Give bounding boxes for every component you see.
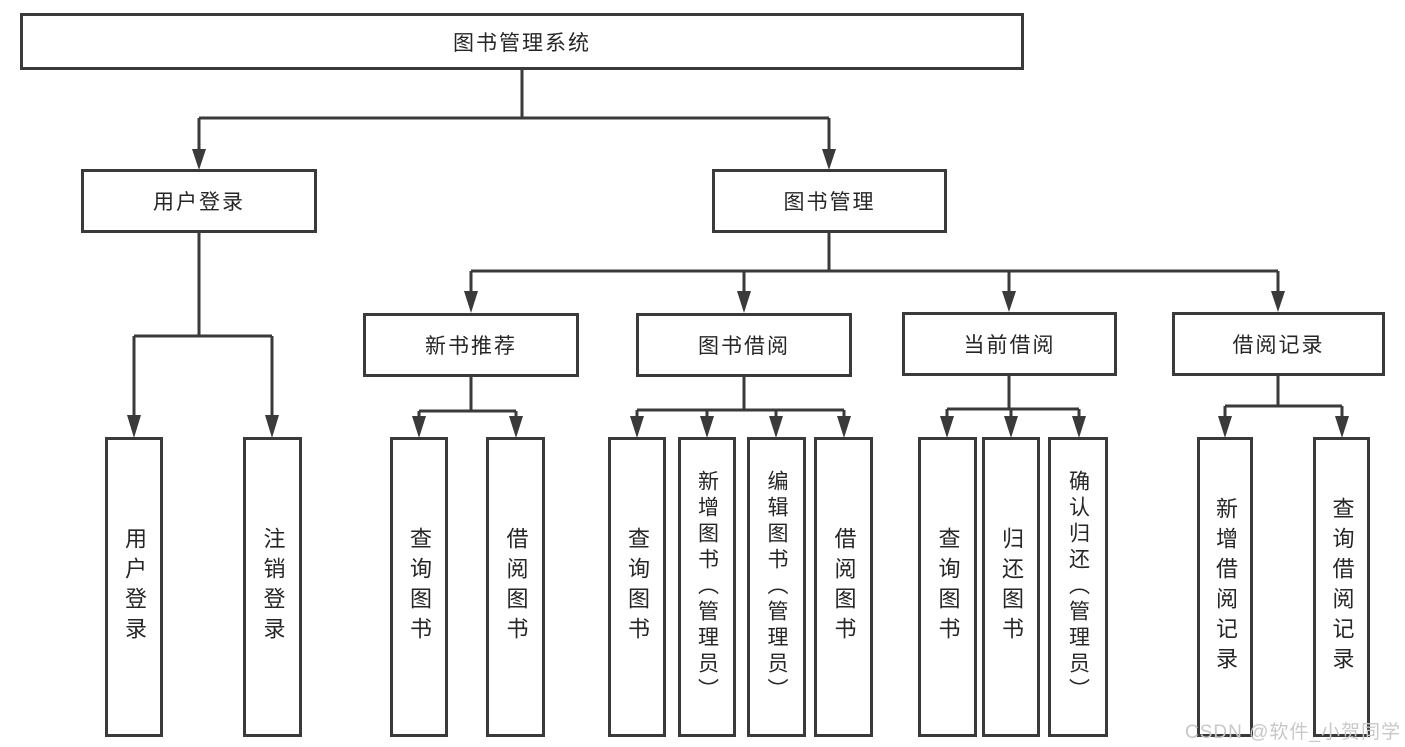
leaf-logout-login: 注销登录 xyxy=(243,437,302,737)
leaf-borrow-add-books-admin: 新增图书（管理员） xyxy=(678,437,736,737)
connector-currentborrow-to-leaves xyxy=(940,376,1086,438)
node-book-management: 图书管理 xyxy=(712,169,947,233)
node-user-login: 用户登录 xyxy=(81,169,317,233)
leaf-newbook-borrow-books-label: 借阅图书 xyxy=(503,527,529,647)
leaf-record-query-borrow-record-label: 查询借阅记录 xyxy=(1329,497,1355,677)
leaf-newbook-query-books: 查询图书 xyxy=(390,437,448,737)
leaf-newbook-query-books-label: 查询图书 xyxy=(407,527,432,647)
node-root-label: 图书管理系统 xyxy=(453,31,591,55)
leaf-borrow-borrow-books-label: 借阅图书 xyxy=(831,527,857,647)
leaf-newbook-borrow-books: 借阅图书 xyxy=(486,437,545,737)
leaf-record-query-borrow-record: 查询借阅记录 xyxy=(1313,437,1370,737)
node-new-book-recommend-label: 新书推荐 xyxy=(425,335,517,358)
node-root: 图书管理系统 xyxy=(20,13,1024,70)
leaf-borrow-edit-books-admin-label: 编辑图书（管理员） xyxy=(765,470,788,704)
leaf-logout-login-label: 注销登录 xyxy=(260,527,286,647)
leaf-borrow-edit-books-admin: 编辑图书（管理员） xyxy=(747,437,806,737)
leaf-user-login: 用户登录 xyxy=(105,437,163,737)
connector-userlogin-to-leaves xyxy=(127,233,279,438)
node-current-borrow: 当前借阅 xyxy=(902,312,1117,376)
leaf-borrow-add-books-admin-label: 新增图书（管理员） xyxy=(695,470,719,704)
connector-bookborrow-to-leaves xyxy=(630,377,851,438)
node-user-login-label: 用户登录 xyxy=(153,191,245,214)
leaf-current-confirm-return-admin-label: 确认归还（管理员） xyxy=(1066,470,1090,704)
leaf-user-login-label: 用户登录 xyxy=(122,527,147,647)
node-book-borrow-label: 图书借阅 xyxy=(698,335,790,358)
node-current-borrow-label: 当前借阅 xyxy=(963,334,1056,357)
leaf-current-return-books-label: 归还图书 xyxy=(999,527,1024,647)
leaf-record-add-borrow-record: 新增借阅记录 xyxy=(1197,437,1253,737)
leaf-borrow-borrow-books: 借阅图书 xyxy=(814,437,873,737)
node-book-management-label: 图书管理 xyxy=(783,191,876,214)
connector-root-to-level2 xyxy=(192,70,836,170)
node-borrow-records-label: 借阅记录 xyxy=(1232,334,1325,357)
node-borrow-records: 借阅记录 xyxy=(1172,312,1385,376)
leaf-current-query-books-label: 查询图书 xyxy=(935,527,961,647)
node-book-borrow: 图书借阅 xyxy=(636,313,852,377)
leaf-current-query-books: 查询图书 xyxy=(918,437,977,737)
connector-newbook-to-leaves xyxy=(412,377,523,438)
leaf-borrow-query-books-label: 查询图书 xyxy=(625,527,650,647)
leaf-current-confirm-return-admin: 确认归还（管理员） xyxy=(1048,437,1108,737)
node-new-book-recommend: 新书推荐 xyxy=(363,313,579,377)
connector-borrowrecord-to-leaves xyxy=(1218,376,1349,438)
connector-bookmgmt-to-level3 xyxy=(464,233,1285,313)
leaf-borrow-query-books: 查询图书 xyxy=(608,437,666,737)
csdn-watermark: CSDN @软件_小贺同学 xyxy=(1185,722,1401,743)
leaf-record-add-borrow-record-label: 新增借阅记录 xyxy=(1213,497,1238,677)
leaf-current-return-books: 归还图书 xyxy=(982,437,1040,737)
